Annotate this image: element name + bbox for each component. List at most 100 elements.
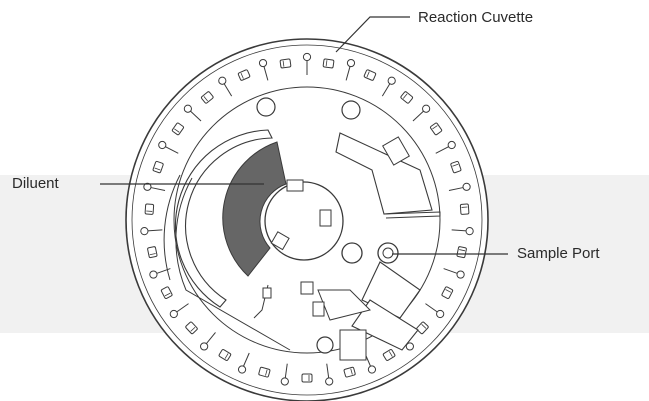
vent-hole-left: [256, 97, 276, 117]
reaction-cuvette: [301, 373, 313, 383]
reaction-cuvette: [147, 246, 158, 259]
cuvette-stem: [147, 229, 163, 232]
reaction-cuvette: [258, 366, 271, 378]
cuvette-port: [462, 182, 471, 191]
reaction-cuvette: [459, 203, 470, 215]
cuvette-port: [367, 365, 377, 374]
left-outer-channel: [163, 174, 181, 281]
reaction-cuvette: [450, 160, 462, 174]
cuvette-port: [436, 309, 445, 319]
cuvette-divider: [203, 96, 208, 102]
cuvette-stem: [448, 186, 464, 191]
cuvette-stem: [263, 65, 269, 81]
cuvette-stem: [242, 352, 250, 367]
cuvette-divider: [149, 253, 156, 256]
vent-hole-right: [341, 100, 361, 120]
reaction-cuvette: [400, 91, 414, 104]
cuvette-divider: [350, 368, 353, 375]
cuvette-port: [280, 377, 289, 386]
cuvette-port: [169, 309, 178, 319]
cuvette-divider: [164, 292, 171, 297]
sample-port-inner[interactable]: [341, 242, 363, 264]
cuvette-stem: [156, 268, 171, 275]
reaction-cuvette-label: Reaction Cuvette: [418, 9, 534, 26]
cuvette-stem: [412, 110, 425, 122]
channel-ring: [173, 86, 441, 354]
cuvette-port: [325, 377, 334, 386]
left-lower-channel: [175, 177, 291, 351]
reaction-cuvette: [279, 58, 292, 69]
cuvette-port: [143, 182, 152, 191]
reaction-cuvette: [160, 286, 173, 299]
reaction-cuvette-leader: [335, 16, 410, 53]
cuvette-stem: [381, 83, 391, 97]
cuvette-stem: [150, 186, 166, 191]
cuvette-stem: [284, 363, 288, 379]
cuvette-stem: [451, 229, 467, 232]
reaction-cuvette-ring: [140, 52, 474, 386]
bottom-chamber: [339, 329, 367, 361]
reaction-cuvette: [343, 366, 356, 378]
diluent-label: Diluent: [12, 175, 59, 192]
cuvette-stem: [345, 65, 351, 81]
hub-notch-right: [319, 209, 332, 227]
lower-right-chamber-2: [351, 299, 419, 351]
reaction-cuvette: [218, 349, 232, 361]
reaction-cuvette: [185, 321, 198, 335]
cuvette-divider: [445, 289, 452, 293]
reaction-cuvette: [237, 69, 251, 81]
fitting-1: [300, 281, 314, 295]
cuvette-stem: [223, 83, 233, 97]
reaction-cuvette: [456, 246, 467, 259]
reaction-cuvette: [322, 58, 335, 69]
cuvette-port: [237, 365, 247, 374]
cuvette-port: [447, 140, 456, 150]
cuvette-stem: [175, 303, 189, 313]
left-outer-chamber: [174, 129, 273, 308]
cuvette-divider: [452, 163, 459, 167]
cuvette-port: [456, 270, 465, 279]
cuvette-divider: [240, 72, 244, 79]
cuvette-stem: [164, 145, 179, 154]
cuvette-port: [183, 104, 192, 113]
reaction-cuvette: [171, 122, 184, 136]
reaction-cuvette: [144, 203, 155, 215]
cuvette-port: [465, 227, 474, 236]
cuvette-divider: [174, 128, 180, 133]
hub-notch-bottom: [270, 231, 290, 251]
sample-port-bore: [382, 247, 394, 259]
right-channel: [383, 211, 441, 219]
cuvette-stem: [425, 303, 439, 313]
cuvette-port: [302, 52, 312, 62]
hub-notch-top: [286, 179, 304, 192]
reaction-cuvette: [363, 69, 377, 81]
cuvette-port: [158, 140, 167, 150]
reaction-cuvette: [441, 286, 454, 299]
cuvette-port: [405, 342, 414, 351]
fitting-2: [312, 301, 325, 317]
cuvette-divider: [325, 60, 328, 67]
reaction-cuvette: [152, 160, 164, 174]
cuvette-divider: [459, 249, 466, 252]
cuvette-stem: [189, 110, 202, 122]
reaction-cuvette: [382, 349, 396, 361]
reaction-cuvette: [200, 91, 214, 104]
upper-right-small-cell: [382, 136, 410, 166]
cuvette-divider: [402, 93, 408, 99]
cuvette-divider: [282, 60, 285, 67]
reaction-cuvette: [430, 122, 443, 136]
cuvette-port: [140, 227, 149, 236]
cuvette-divider: [421, 324, 427, 329]
cuvette-port: [346, 58, 356, 68]
cuvette-divider: [224, 353, 229, 359]
vent-hole-bottom: [316, 336, 334, 354]
cuvette-divider: [388, 351, 393, 357]
left-lower-valve: [262, 287, 272, 299]
cuvette-stem: [435, 145, 450, 154]
cuvette-divider: [366, 71, 370, 78]
cuvette-divider: [265, 369, 268, 376]
cuvette-port: [258, 58, 268, 68]
reaction-cuvette: [416, 321, 429, 335]
cuvette-divider: [432, 125, 438, 130]
